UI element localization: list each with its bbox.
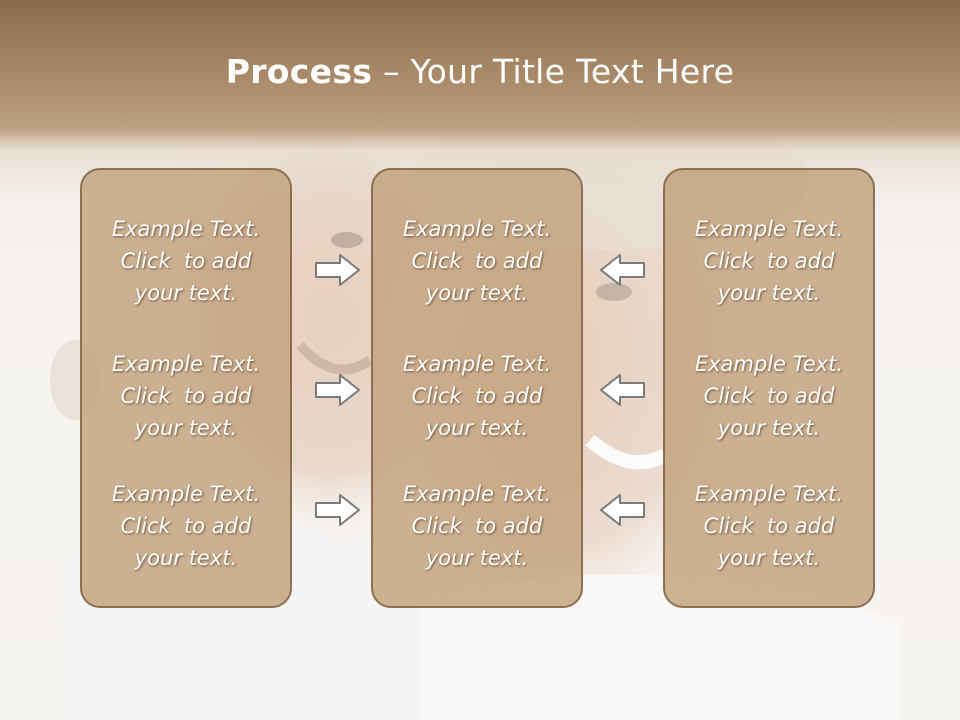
text-line: Click to add — [411, 249, 543, 273]
text-line: Click to add — [120, 249, 252, 273]
text-line: Example Text. — [402, 352, 552, 376]
text-line: your text. — [425, 416, 529, 440]
text-block[interactable]: Example Text. Click to add your text. — [373, 213, 581, 309]
text-line: your text. — [717, 416, 821, 440]
process-box-right[interactable]: Example Text. Click to add your text. Ex… — [663, 168, 875, 608]
slide-title[interactable]: Process – Your Title Text Here — [0, 52, 960, 91]
text-block[interactable]: Example Text. Click to add your text. — [82, 348, 290, 444]
right-arrow-icon — [315, 374, 360, 406]
text-line: Click to add — [703, 384, 835, 408]
header-band — [0, 0, 960, 200]
right-arrow-icon — [315, 494, 360, 526]
left-arrow-icon — [600, 494, 645, 526]
text-line: your text. — [134, 416, 238, 440]
text-line: Example Text. — [694, 352, 844, 376]
text-line: your text. — [717, 281, 821, 305]
text-line: Example Text. — [402, 482, 552, 506]
text-line: Click to add — [120, 514, 252, 538]
text-line: Click to add — [703, 514, 835, 538]
text-line: Example Text. — [694, 217, 844, 241]
process-box-left[interactable]: Example Text. Click to add your text. Ex… — [80, 168, 292, 608]
text-line: Example Text. — [694, 482, 844, 506]
text-block[interactable]: Example Text. Click to add your text. — [82, 213, 290, 309]
text-block[interactable]: Example Text. Click to add your text. — [665, 478, 873, 574]
text-line: your text. — [134, 546, 238, 570]
text-block[interactable]: Example Text. Click to add your text. — [665, 213, 873, 309]
text-line: Click to add — [411, 514, 543, 538]
text-line: Click to add — [411, 384, 543, 408]
text-line: your text. — [425, 546, 529, 570]
title-bold: Process — [225, 52, 373, 91]
text-block[interactable]: Example Text. Click to add your text. — [82, 478, 290, 574]
text-line: Example Text. — [402, 217, 552, 241]
text-line: your text. — [134, 281, 238, 305]
process-box-center[interactable]: Example Text. Click to add your text. Ex… — [371, 168, 583, 608]
text-line: Click to add — [120, 384, 252, 408]
text-block[interactable]: Example Text. Click to add your text. — [373, 478, 581, 574]
right-arrow-icon — [315, 254, 360, 286]
text-line: your text. — [425, 281, 529, 305]
title-rest: – Your Title Text Here — [372, 52, 735, 91]
text-block[interactable]: Example Text. Click to add your text. — [665, 348, 873, 444]
text-line: Example Text. — [111, 482, 261, 506]
left-arrow-icon — [600, 254, 645, 286]
text-line: Example Text. — [111, 217, 261, 241]
text-line: Example Text. — [111, 352, 261, 376]
text-block[interactable]: Example Text. Click to add your text. — [373, 348, 581, 444]
left-arrow-icon — [600, 374, 645, 406]
text-line: your text. — [717, 546, 821, 570]
text-line: Click to add — [703, 249, 835, 273]
